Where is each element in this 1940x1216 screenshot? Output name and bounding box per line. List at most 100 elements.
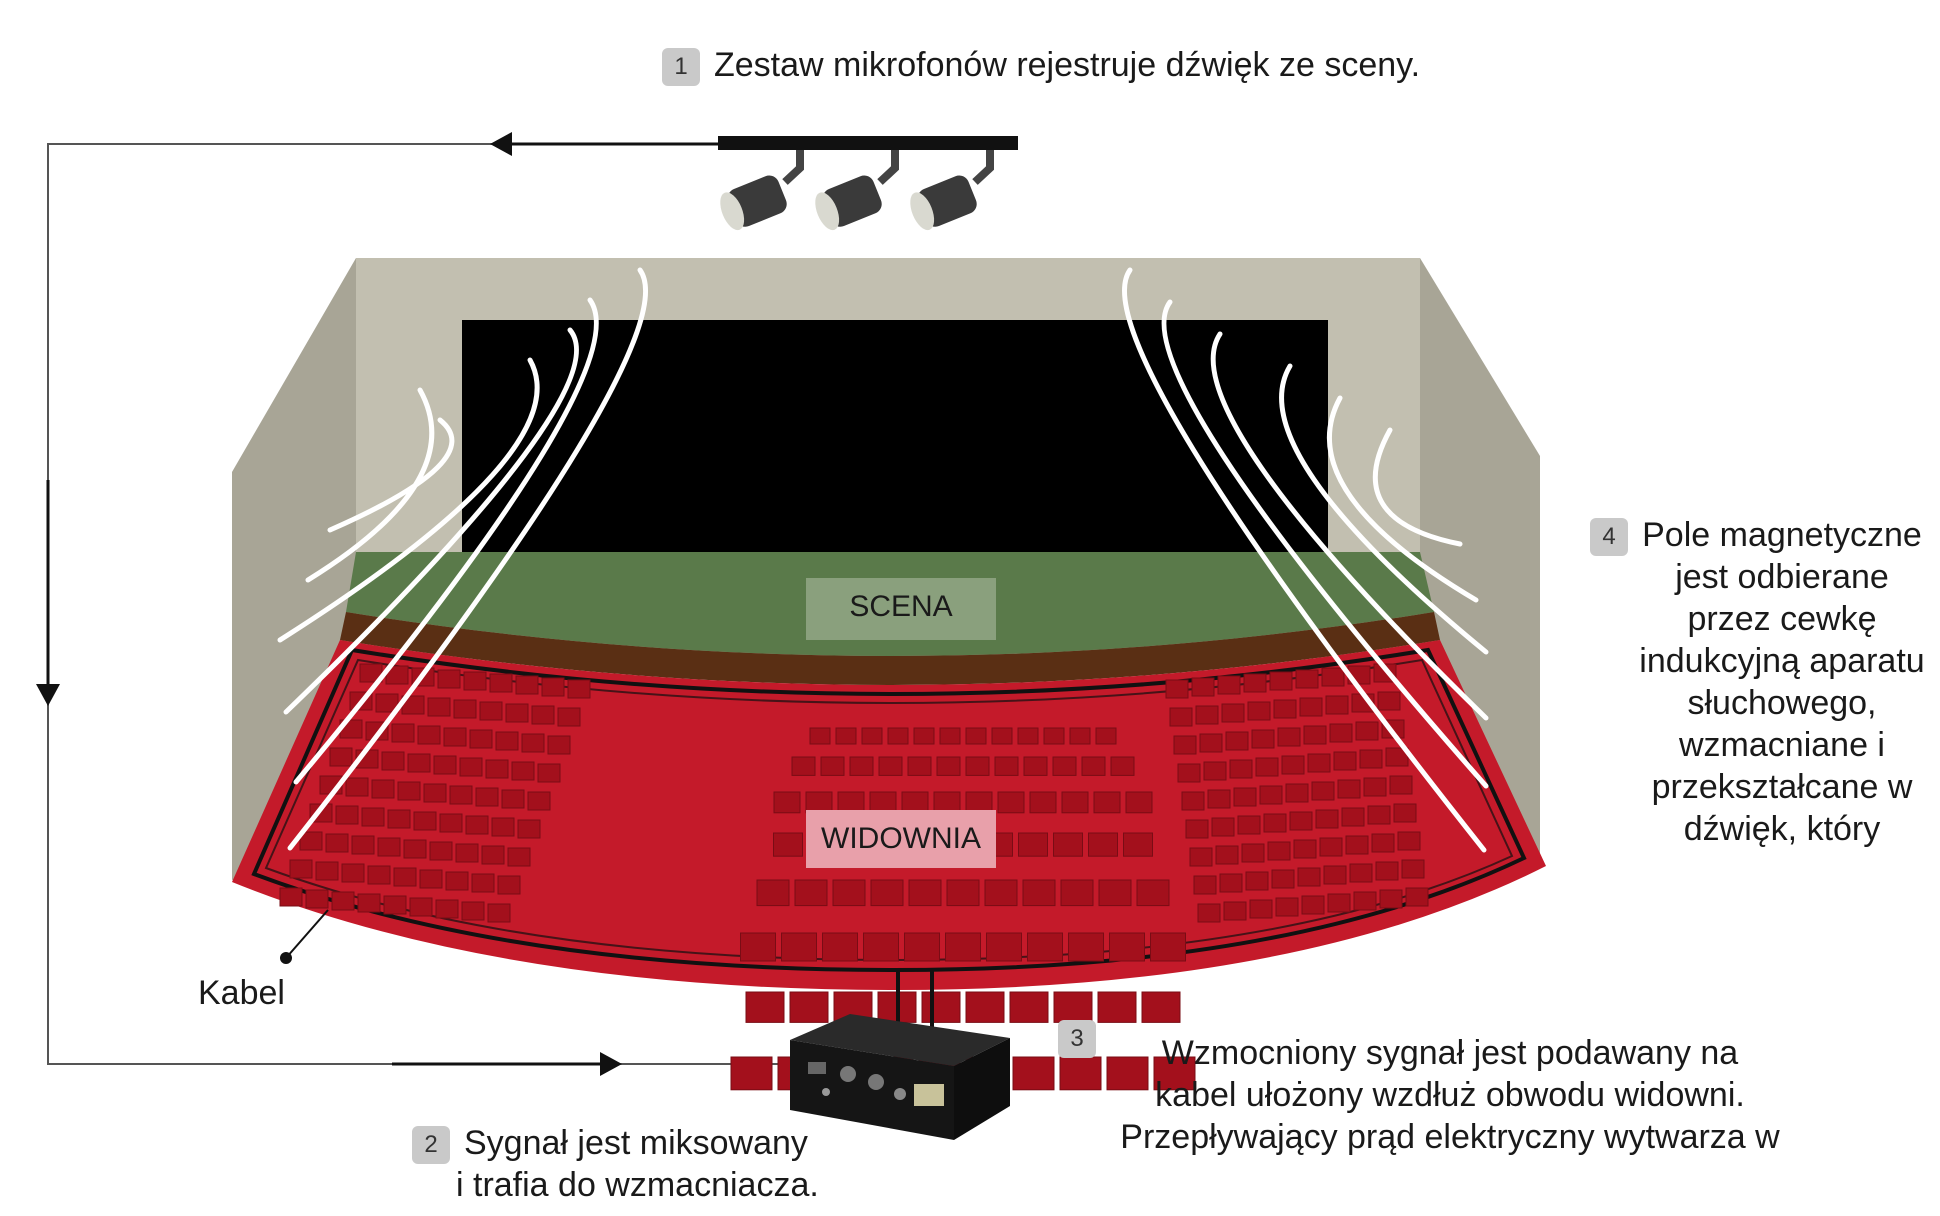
seat xyxy=(495,731,519,751)
seat xyxy=(1307,753,1331,773)
seat xyxy=(1022,879,1056,907)
seat xyxy=(1043,727,1065,745)
sound-wave xyxy=(1372,427,1463,547)
microphone-icon xyxy=(910,150,994,231)
seat xyxy=(375,693,399,713)
seat xyxy=(1233,787,1257,807)
seat xyxy=(1109,932,1145,962)
seat xyxy=(921,991,961,1023)
seat xyxy=(367,865,391,885)
seat xyxy=(1293,839,1317,859)
seat xyxy=(1221,703,1245,723)
seat xyxy=(1371,833,1395,853)
seat xyxy=(1401,859,1425,879)
sound-wave xyxy=(287,267,649,851)
seat xyxy=(1269,671,1293,691)
seat xyxy=(1123,832,1153,857)
sound-wave xyxy=(283,327,580,715)
seat xyxy=(393,867,417,887)
seat xyxy=(537,763,561,783)
seat xyxy=(449,785,473,805)
seat xyxy=(939,727,961,745)
seat xyxy=(387,809,411,829)
seat xyxy=(511,761,535,781)
seat xyxy=(1301,895,1325,915)
seat xyxy=(1285,783,1309,803)
seat xyxy=(1247,701,1271,721)
seat xyxy=(1165,679,1189,699)
seat xyxy=(463,671,487,691)
seat xyxy=(1389,775,1413,795)
seat xyxy=(904,932,940,962)
seat xyxy=(465,815,489,835)
sound-wave xyxy=(305,387,435,583)
seat xyxy=(469,729,493,749)
seat xyxy=(1136,879,1170,907)
seat xyxy=(1088,832,1118,857)
seat xyxy=(471,873,495,893)
step-3-caption: Wzmocniony sygnał jest podawany na kabel… xyxy=(1070,1032,1830,1158)
seat xyxy=(289,859,313,879)
induction-loop-cable-inner xyxy=(264,658,1514,962)
sound-wave xyxy=(1326,395,1479,603)
seat xyxy=(832,879,866,907)
seat xyxy=(994,756,1019,776)
seat xyxy=(1327,893,1351,913)
seat xyxy=(822,932,858,962)
seat xyxy=(567,679,591,699)
seat xyxy=(345,777,369,797)
seat xyxy=(1169,707,1193,727)
seat xyxy=(1255,757,1279,777)
seat xyxy=(417,725,441,745)
seat xyxy=(740,932,776,962)
seat xyxy=(1207,789,1231,809)
seat xyxy=(541,677,565,697)
seat xyxy=(1185,819,1209,839)
seat xyxy=(781,932,817,962)
seat xyxy=(991,727,1013,745)
seat xyxy=(1243,673,1267,693)
seat xyxy=(1150,932,1186,962)
seat xyxy=(907,756,932,776)
seat xyxy=(1193,875,1217,895)
seat xyxy=(383,895,407,915)
seat xyxy=(329,747,353,767)
seat xyxy=(1377,691,1401,711)
seat xyxy=(1355,721,1379,741)
seat xyxy=(1385,747,1409,767)
seat xyxy=(491,817,515,837)
sound-waves xyxy=(277,267,1489,853)
seat xyxy=(1081,756,1106,776)
seat xyxy=(1061,791,1089,814)
sound-wave xyxy=(1121,267,1487,853)
seat xyxy=(361,807,385,827)
seat xyxy=(1060,879,1094,907)
seat xyxy=(1237,815,1261,835)
cable-pointer xyxy=(280,909,329,964)
seat xyxy=(1393,803,1417,823)
seat xyxy=(965,756,990,776)
seat xyxy=(936,756,961,776)
seat xyxy=(1211,817,1235,837)
seat xyxy=(437,669,461,689)
seat xyxy=(1173,735,1197,755)
seat xyxy=(1199,733,1223,753)
seat xyxy=(409,897,433,917)
seat xyxy=(1295,669,1319,689)
amplifier-icon xyxy=(790,1014,1010,1140)
step-4-line: przekształcane w xyxy=(1651,768,1913,806)
microphone-icon xyxy=(720,150,804,231)
seat xyxy=(419,869,443,889)
seat xyxy=(475,787,499,807)
seat xyxy=(1191,677,1215,697)
seat xyxy=(1017,727,1039,745)
seat xyxy=(413,811,437,831)
seat xyxy=(809,727,831,745)
seat xyxy=(515,675,539,695)
seat xyxy=(1349,863,1373,883)
step-4-line: słuchowego, xyxy=(1687,684,1877,722)
sound-wave xyxy=(1279,363,1489,655)
seat xyxy=(1245,871,1269,891)
